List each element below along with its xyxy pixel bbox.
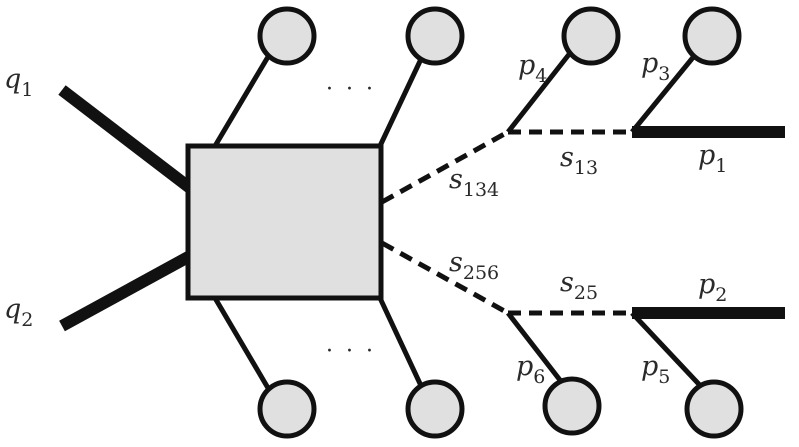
blob-top-right bbox=[405, 6, 465, 66]
label-p4: p4 bbox=[518, 50, 547, 87]
label-p3: p3 bbox=[641, 48, 670, 85]
label-p6: p6 bbox=[516, 351, 545, 388]
line-q1 bbox=[58, 85, 194, 193]
blob-p6 bbox=[542, 376, 602, 436]
label-p1: p1 bbox=[698, 140, 727, 177]
blob-p4 bbox=[561, 6, 621, 66]
central-box bbox=[185, 143, 384, 301]
propagator-s256 bbox=[380, 240, 510, 316]
ellipsis-top: · · · bbox=[326, 77, 376, 102]
blob-p5 bbox=[684, 379, 744, 439]
line-p3 bbox=[630, 42, 706, 134]
blob-top-left bbox=[257, 6, 317, 66]
line-p5 bbox=[630, 311, 712, 398]
label-s256: s256 bbox=[449, 247, 499, 284]
blob-p3 bbox=[682, 6, 742, 66]
blob-bottom-right bbox=[405, 379, 465, 439]
label-q1: q1 bbox=[4, 64, 33, 101]
label-q2: q2 bbox=[4, 294, 33, 331]
line-p4 bbox=[506, 46, 576, 134]
label-s25: s25 bbox=[560, 267, 598, 304]
blob-bottom-left bbox=[257, 379, 317, 439]
label-p2: p2 bbox=[698, 269, 727, 306]
label-s13: s13 bbox=[560, 142, 598, 179]
line-q2 bbox=[59, 250, 193, 332]
ellipsis-bottom: · · · bbox=[326, 339, 376, 364]
label-s134: s134 bbox=[449, 164, 499, 201]
propagator-s134 bbox=[380, 129, 510, 205]
label-p5: p5 bbox=[641, 351, 670, 388]
